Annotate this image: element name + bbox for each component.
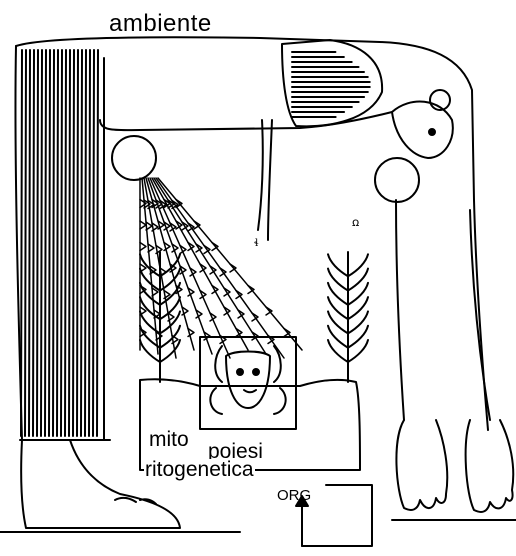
dress-stripes	[21, 50, 98, 436]
plant-leaf	[348, 311, 368, 333]
dress-stripe	[45, 50, 46, 436]
plant-leaf	[348, 297, 368, 319]
dress-stripe	[41, 50, 42, 436]
dress-stripe	[53, 50, 54, 436]
dress-stripe	[29, 50, 30, 436]
plant-leaf	[328, 254, 348, 276]
dress-stripe	[93, 50, 94, 436]
ray-hand	[210, 313, 216, 321]
plant-leaf	[140, 283, 160, 305]
plant-leaf	[348, 340, 368, 362]
hathor-face-icon	[210, 346, 285, 414]
plant-leaf	[160, 340, 180, 362]
plant-leaf	[328, 269, 348, 291]
foot-toes	[115, 498, 156, 504]
dress-stripe	[33, 50, 34, 436]
left-hand	[396, 420, 447, 510]
left-arm	[396, 200, 404, 420]
sun-disc-icon	[375, 158, 419, 202]
plant-leaf	[348, 254, 368, 276]
sun-disc-icon	[112, 136, 156, 180]
dress-stripe	[49, 50, 50, 436]
plant-leaf	[348, 283, 368, 305]
plant-leaf	[348, 269, 368, 291]
plant-icon	[328, 252, 368, 382]
dress-stripe	[89, 50, 90, 436]
label-org: ORG	[276, 488, 312, 503]
plant-leaf	[348, 326, 368, 348]
label-ritogenetica: ritogenetica	[144, 459, 255, 480]
dress-stripe	[85, 50, 86, 436]
ray-hand	[190, 268, 196, 276]
dress-stripe	[37, 50, 38, 436]
right-hand	[466, 420, 514, 512]
plant-leaf	[328, 311, 348, 333]
goddess-eye	[429, 129, 435, 135]
label-ambiente: ambiente	[108, 12, 213, 36]
glyph-mark: ꭥ	[352, 215, 359, 229]
plant-leaf	[160, 297, 180, 319]
ray-hand	[170, 223, 176, 231]
dress-stripe	[69, 50, 70, 436]
label-mito: mito	[148, 429, 190, 450]
left-foot	[21, 440, 180, 528]
dress-stripe	[81, 50, 82, 436]
dress-stripe	[61, 50, 62, 436]
org-box	[302, 485, 372, 546]
hanging-stream	[258, 120, 272, 240]
dress-stripe	[65, 50, 66, 436]
plant-leaf	[328, 297, 348, 319]
glyph-mark: ɬ	[254, 238, 259, 249]
ray-hand	[180, 246, 186, 254]
dress-stripe	[57, 50, 58, 436]
dress-stripe	[73, 50, 74, 436]
dress-stripe	[77, 50, 78, 436]
plant-leaf	[328, 340, 348, 362]
wig-texture	[292, 52, 370, 117]
dress-stripe	[97, 50, 98, 436]
ray-hand	[200, 291, 206, 299]
plant-leaf	[328, 326, 348, 348]
dress-stripe	[25, 50, 26, 436]
plant-leaf	[328, 283, 348, 305]
ray-hand	[140, 221, 146, 229]
plant-leaf	[160, 326, 180, 348]
goddess-inner-arch	[100, 112, 392, 130]
ray-hand	[140, 243, 146, 251]
